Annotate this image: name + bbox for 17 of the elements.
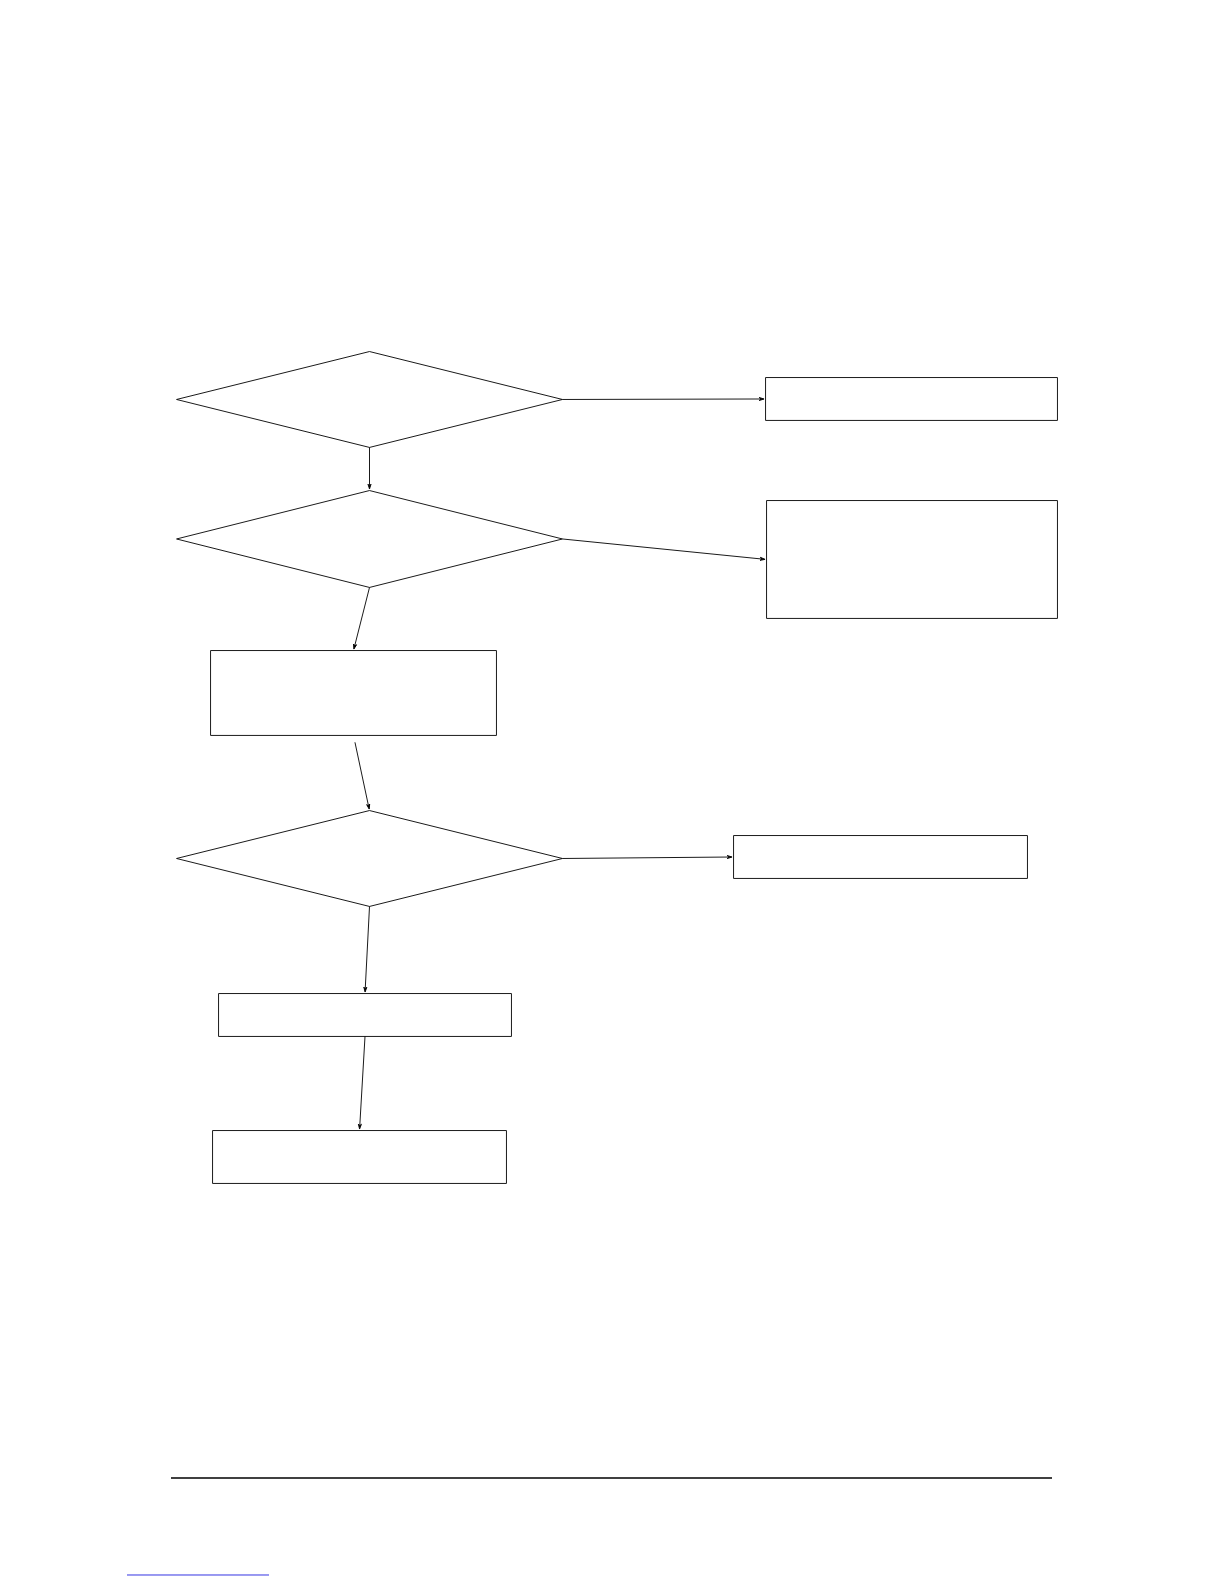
arrow [562, 397, 765, 401]
process-box [212, 1130, 507, 1184]
arrow [562, 855, 733, 860]
arrow [357, 1036, 366, 1130]
decision-diamond [176, 810, 563, 907]
process-box [765, 377, 1058, 421]
arrow [363, 906, 370, 993]
arrow [367, 447, 372, 490]
process-box [210, 650, 497, 736]
process-box [218, 993, 512, 1037]
decision-diamond [176, 490, 563, 588]
process-box [733, 835, 1028, 879]
decision-diamond [176, 351, 563, 448]
process-box [766, 500, 1058, 619]
arrow [562, 538, 766, 561]
arrow [353, 587, 370, 650]
arrow [354, 741, 371, 810]
